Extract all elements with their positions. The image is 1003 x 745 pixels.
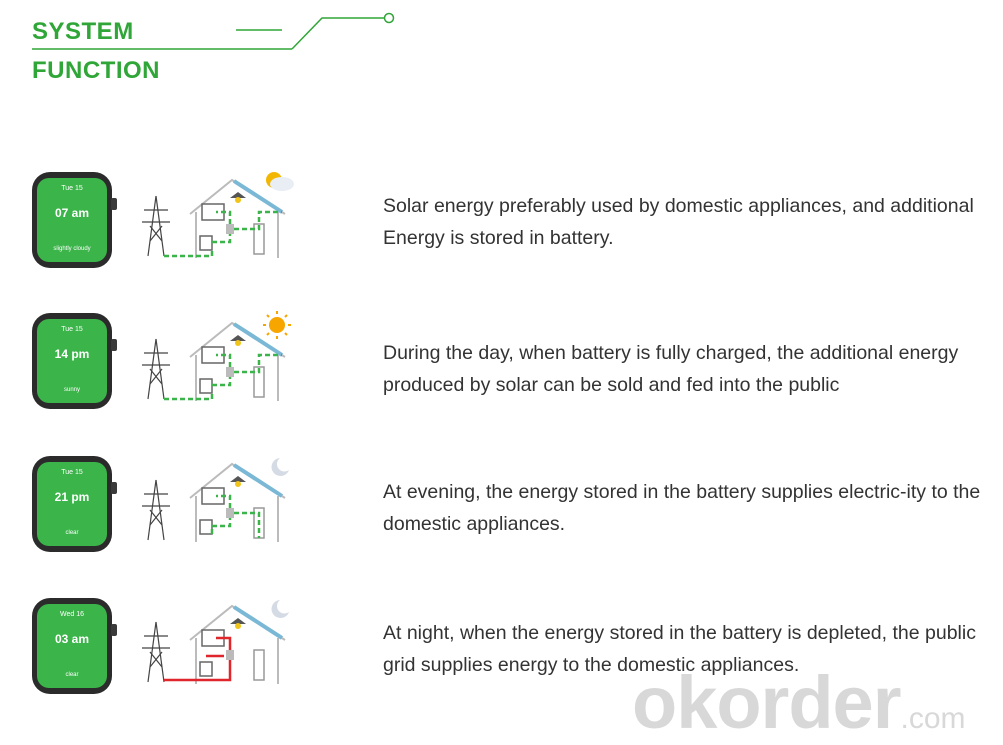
smartwatch: Wed 16 03 am clear xyxy=(32,598,118,694)
section-title-line1: SYSTEM xyxy=(32,18,134,45)
house-icon xyxy=(189,321,286,401)
inverter-icon xyxy=(199,378,213,394)
tv-icon xyxy=(201,203,225,221)
energy-flow-scene xyxy=(142,600,289,684)
house-icon xyxy=(189,604,286,684)
watch-date: Tue 15 xyxy=(61,326,83,333)
function-description: Solar energy preferably used by domestic… xyxy=(383,195,974,249)
house-icon xyxy=(189,178,286,258)
sun-behind-cloud-icon xyxy=(266,172,294,191)
moon-icon xyxy=(271,458,289,476)
function-row-feed-to-grid: Tue 15 14 pm sunny xyxy=(0,311,1003,423)
lamp-icon xyxy=(230,335,246,341)
smartwatch: Tue 15 14 pm sunny xyxy=(32,313,118,409)
watch-date: Tue 15 xyxy=(61,185,83,192)
energy-flow-line xyxy=(164,353,282,401)
watermark-main: okorder xyxy=(632,661,902,744)
meter-icon xyxy=(226,650,234,660)
watch-screen: Wed 16 03 am clear xyxy=(37,604,107,688)
energy-flow-scene xyxy=(142,172,294,258)
energy-flow-line xyxy=(164,636,232,682)
watch-weather: clear xyxy=(65,530,79,536)
power-pylon-icon xyxy=(142,338,170,400)
watch-time: 21 pm xyxy=(54,490,90,504)
battery-icon xyxy=(253,223,265,255)
function-description: At evening, the energy stored in the bat… xyxy=(383,481,981,535)
function-description: At night, when the energy stored in the … xyxy=(383,622,976,676)
house-icon xyxy=(189,462,286,542)
watermark-suffix: .com xyxy=(900,702,966,735)
energy-flow-line xyxy=(164,210,282,258)
watch-time: 03 am xyxy=(54,632,90,646)
lamp-icon xyxy=(230,192,246,198)
inverter-icon xyxy=(199,519,213,535)
meter-icon xyxy=(226,367,234,377)
lamp-icon xyxy=(230,476,246,482)
power-pylon-icon xyxy=(142,195,170,257)
power-pylon-icon xyxy=(142,621,170,683)
function-row-grid-to-appliances: Wed 16 03 am clear At night, when the en… xyxy=(0,598,1003,708)
tv-icon xyxy=(201,487,225,505)
watch-date: Wed 16 xyxy=(60,611,84,618)
energy-flow-line xyxy=(210,494,261,538)
energy-flow-scene xyxy=(142,458,289,542)
function-row-solar-to-battery: Tue 15 07 am slightly cloudy Solar energ… xyxy=(0,172,1003,282)
watch-time: 07 am xyxy=(54,206,90,220)
sun-icon xyxy=(263,311,291,339)
battery-icon xyxy=(253,649,265,681)
watch-screen: Tue 15 07 am slightly cloudy xyxy=(37,178,107,262)
watch-weather: slightly cloudy xyxy=(53,246,91,252)
function-row-battery-to-appliances: Tue 15 21 pm clear At evening, the energ… xyxy=(0,456,1003,566)
smartwatch: Tue 15 07 am slightly cloudy xyxy=(32,172,118,268)
power-pylon-icon xyxy=(142,479,170,541)
solar-panel-icon xyxy=(232,322,284,357)
watch-weather: clear xyxy=(65,672,79,678)
header-decoration-line xyxy=(32,12,395,50)
battery-icon xyxy=(253,366,265,398)
section-title-line2: FUNCTION xyxy=(32,57,160,84)
tv-icon xyxy=(201,346,225,364)
watch-weather: sunny xyxy=(63,387,80,393)
watch-screen: Tue 15 21 pm clear xyxy=(37,462,107,546)
solar-panel-icon xyxy=(232,605,284,640)
meter-icon xyxy=(226,508,234,518)
solar-panel-icon xyxy=(232,179,284,214)
watch-date: Tue 15 xyxy=(61,469,83,476)
energy-flow-scene xyxy=(142,311,291,401)
smartwatch: Tue 15 21 pm clear xyxy=(32,456,118,552)
lamp-icon xyxy=(230,618,246,624)
watermark-logo: okorder.com xyxy=(632,660,966,745)
moon-icon xyxy=(271,600,289,618)
inverter-icon xyxy=(199,235,213,251)
inverter-icon xyxy=(199,661,213,677)
meter-icon xyxy=(226,224,234,234)
watch-time: 14 pm xyxy=(54,347,90,361)
function-description: During the day, when battery is fully ch… xyxy=(383,342,959,396)
watch-screen: Tue 15 14 pm sunny xyxy=(37,319,107,403)
solar-panel-icon xyxy=(232,463,284,498)
